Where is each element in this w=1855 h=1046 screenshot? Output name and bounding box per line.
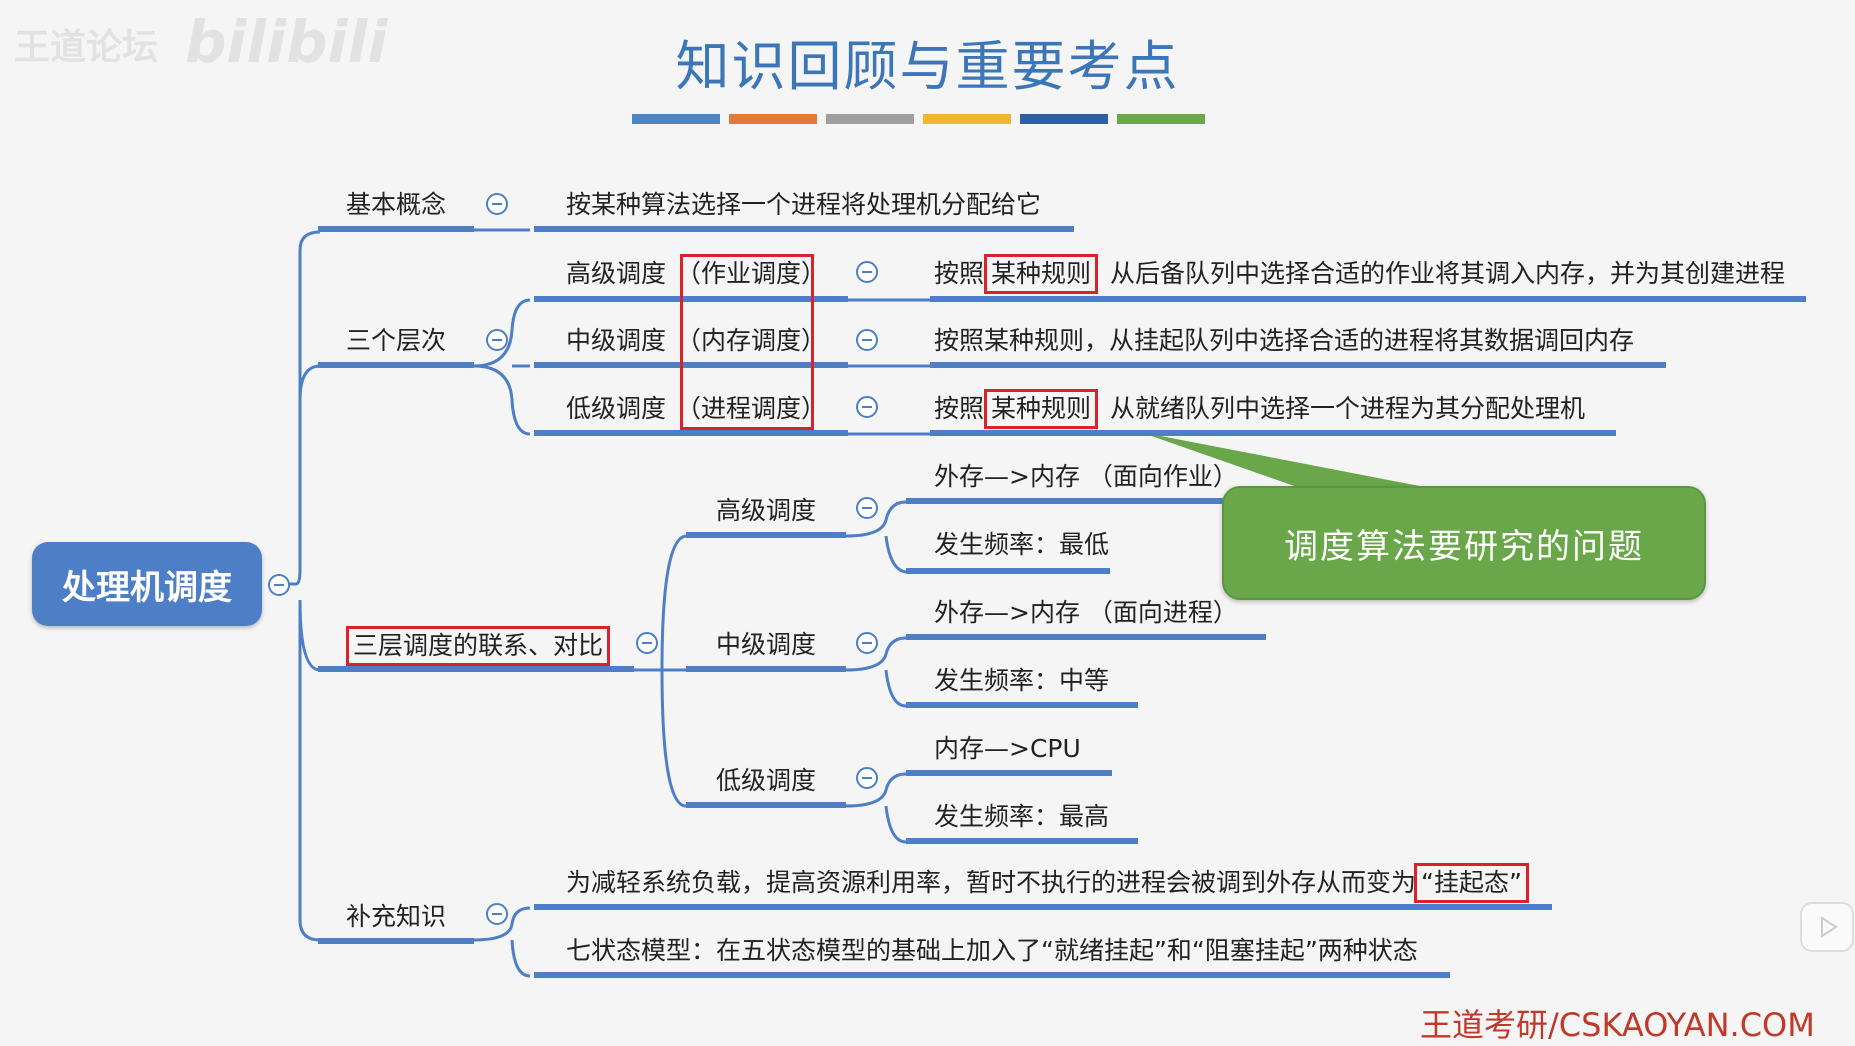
level-high-rule-highlight: 某种规则 — [984, 254, 1099, 294]
level-mid-paren: （内存调度） — [676, 326, 827, 355]
callout-bubble: 调度算法要研究的问题 — [1222, 486, 1706, 600]
level-low-underline — [534, 430, 848, 436]
level-high-name: 高级调度 — [566, 259, 667, 288]
play-icon — [1821, 916, 1838, 938]
level-mid-desc: 按照某种规则，从挂起队列中选择合适的进程将其数据调回内存 — [934, 326, 1635, 355]
compare-low-name: 低级调度 — [716, 766, 817, 795]
supplement-line2-underline — [534, 972, 1450, 978]
level-high-toggle[interactable] — [856, 261, 878, 283]
level-high-desc-a: 按照 — [934, 259, 985, 288]
page-title: 知识回顾与重要考点 — [675, 35, 1180, 98]
supplement-toggle[interactable] — [486, 903, 508, 925]
levels-toggle[interactable] — [486, 329, 508, 351]
level-low-desc-underline — [930, 430, 1616, 436]
compare-mid-toggle[interactable] — [856, 632, 878, 654]
levels-label: 三个层次 — [346, 326, 447, 355]
supplement-line1-underline — [534, 904, 1552, 910]
color-bar-2 — [729, 114, 817, 124]
compare-high-b-underline — [906, 568, 1110, 574]
root-node[interactable]: 处理机调度 — [32, 542, 262, 626]
compare-high-b: 发生频率：最低 — [934, 530, 1110, 559]
level-low-name: 低级调度 — [566, 394, 667, 423]
compare-low-underline — [686, 802, 846, 808]
compare-underline — [318, 666, 634, 672]
compare-high-toggle[interactable] — [856, 497, 878, 519]
watermark-text: 王道论坛 — [14, 27, 159, 68]
level-high-paren: （作业调度） — [676, 259, 827, 288]
compare-label: 三层调度的联系、对比 — [346, 626, 611, 666]
level-low-toggle[interactable] — [856, 396, 878, 418]
level-mid-desc-underline — [930, 362, 1666, 368]
callout-text: 调度算法要研究的问题 — [1284, 526, 1644, 567]
supplement-label: 补充知识 — [346, 902, 447, 931]
level-mid-toggle[interactable] — [856, 329, 878, 351]
compare-low-a-underline — [906, 770, 1112, 776]
compare-toggle[interactable] — [636, 632, 658, 654]
color-bar-5 — [1020, 114, 1108, 124]
compare-low-a: 内存—>CPU — [934, 734, 1081, 763]
compare-mid-b-underline — [906, 702, 1138, 708]
footer-brand: 王道考研/CSKAOYAN.COM — [1420, 1006, 1815, 1044]
color-bar-4 — [923, 114, 1011, 124]
supplement-line2: 七状态模型：在五状态模型的基础上加入了“就绪挂起”和“阻塞挂起”两种状态 — [566, 936, 1418, 965]
supplement-underline — [318, 938, 474, 944]
level-low-paren: （进程调度） — [676, 394, 827, 423]
level-mid-underline — [534, 362, 848, 368]
supplement-line1-a: 为减轻系统负载，提高资源利用率，暂时不执行的进程会被调到外存从而变为 — [566, 868, 1417, 897]
level-high-desc-c: 从后备队列中选择合适的作业将其调入内存，并为其创建进程 — [1110, 259, 1786, 288]
basic-concept-text: 按某种算法选择一个进程将处理机分配给它 — [566, 190, 1042, 219]
suspended-state-highlight: “挂起态” — [1414, 863, 1529, 903]
compare-low-b: 发生频率：最高 — [934, 802, 1110, 831]
compare-low-toggle[interactable] — [856, 767, 878, 789]
level-low-rule-highlight: 某种规则 — [984, 389, 1099, 429]
basic-concept-text-underline — [534, 226, 1074, 232]
color-bar-1 — [632, 114, 720, 124]
compare-high-underline — [686, 532, 846, 538]
compare-mid-b: 发生频率：中等 — [934, 666, 1110, 695]
level-low-desc-a: 按照 — [934, 394, 985, 423]
compare-high-a-underline — [906, 498, 1226, 504]
basic-concept-toggle[interactable] — [486, 193, 508, 215]
compare-mid-a: 外存—>内存 （面向进程） — [934, 598, 1238, 627]
paren-highlight-box — [680, 254, 814, 430]
compare-high-name: 高级调度 — [716, 496, 817, 525]
level-high-desc-underline — [930, 296, 1806, 302]
compare-high-a: 外存—>内存 （面向作业） — [934, 462, 1238, 491]
compare-mid-name: 中级调度 — [716, 630, 817, 659]
compare-mid-a-underline — [906, 634, 1266, 640]
bilibili-logo: bilibili — [185, 8, 388, 76]
color-bar-6 — [1117, 114, 1205, 124]
level-low-desc-c: 从就绪队列中选择一个进程为其分配处理机 — [1110, 394, 1586, 423]
root-label: 处理机调度 — [62, 567, 232, 608]
basic-concept-underline — [318, 226, 474, 232]
level-high-underline — [534, 296, 848, 302]
color-bar-3 — [826, 114, 914, 124]
basic-concept-label: 基本概念 — [346, 190, 447, 219]
root-collapse-toggle[interactable] — [268, 574, 290, 596]
play-button[interactable] — [1800, 902, 1854, 952]
levels-underline — [318, 362, 474, 368]
level-mid-name: 中级调度 — [566, 326, 667, 355]
compare-low-b-underline — [906, 838, 1138, 844]
compare-mid-underline — [686, 666, 846, 672]
